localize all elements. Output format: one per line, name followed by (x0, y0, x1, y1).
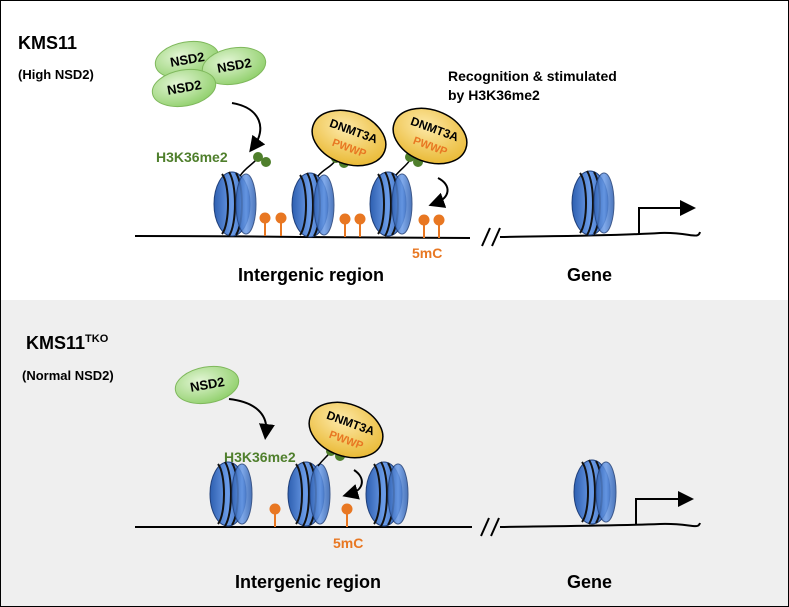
bottom-methylation-arrow (342, 469, 363, 500)
top-tss-arrow (638, 200, 696, 234)
bottom-condition: (Normal NSD2) (22, 368, 114, 383)
top-5mc-label: 5mC (412, 245, 442, 261)
top-dnmt3a-1: DNMT3A PWWP (311, 109, 387, 167)
top-nucleosome-3 (369, 171, 413, 237)
top-mark-dot-2 (261, 157, 271, 167)
nsd2-arrow (231, 102, 266, 153)
top-panel-background (0, 0, 789, 300)
bottom-dna-strand-right (499, 522, 701, 528)
top-methylation-arrow (428, 177, 449, 208)
bottom-region-label: Intergenic region (235, 572, 381, 592)
nsd2-label-1: NSD2 (169, 49, 206, 70)
bottom-nucleosome-2 (287, 461, 331, 527)
nsd2-cluster: NSD2 NSD2 NSD2 (151, 40, 267, 108)
nsd2-label-3: NSD2 (166, 77, 203, 98)
bottom-tss-arrow (635, 491, 694, 524)
bottom-nsd2-label: NSD2 (189, 374, 226, 395)
top-region-label: Intergenic region (238, 265, 384, 285)
top-nucleosome-1 (213, 171, 257, 237)
nsd2-label-2: NSD2 (216, 55, 253, 76)
top-cell-line: KMS11 (18, 33, 77, 53)
bottom-nucleosome-gene (573, 459, 617, 525)
bottom-gene-label: Gene (567, 572, 612, 592)
bottom-nsd2-arrow (228, 398, 275, 440)
top-dna-strand (134, 235, 471, 239)
bottom-mark-label: H3K36me2 (224, 449, 296, 465)
bottom-nucleosome-1 (209, 461, 253, 527)
top-nucleosome-2 (291, 172, 335, 238)
top-panel: KMS11 (High NSD2) NSD2 NSD2 NSD2 H3K36me… (18, 33, 701, 285)
top-condition: (High NSD2) (18, 67, 94, 82)
bottom-dnmt3a: DNMT3A PWWP (308, 401, 384, 459)
recognition-note-line1: Recognition & stimulated (448, 68, 617, 84)
top-nucleosome-gene (571, 170, 615, 236)
top-gene-label: Gene (567, 265, 612, 285)
bottom-panel-background (0, 300, 789, 607)
top-dna-strand-right (499, 231, 701, 238)
bottom-nsd2: NSD2 (174, 365, 240, 405)
top-mark-label: H3K36me2 (156, 149, 228, 165)
recognition-note-line2: by H3K36me2 (448, 87, 540, 103)
bottom-5mc-label: 5mC (333, 535, 363, 551)
top-dnmt3a-2: DNMT3A PWWP (392, 107, 468, 165)
bottom-nucleosome-3 (365, 461, 409, 527)
bottom-cell-line: KMS11TKO (26, 333, 109, 353)
top-mark-dot-1 (253, 152, 263, 162)
bottom-panel: KMS11TKO (Normal NSD2) NSD2 H3K36me2 DNM… (22, 333, 701, 592)
